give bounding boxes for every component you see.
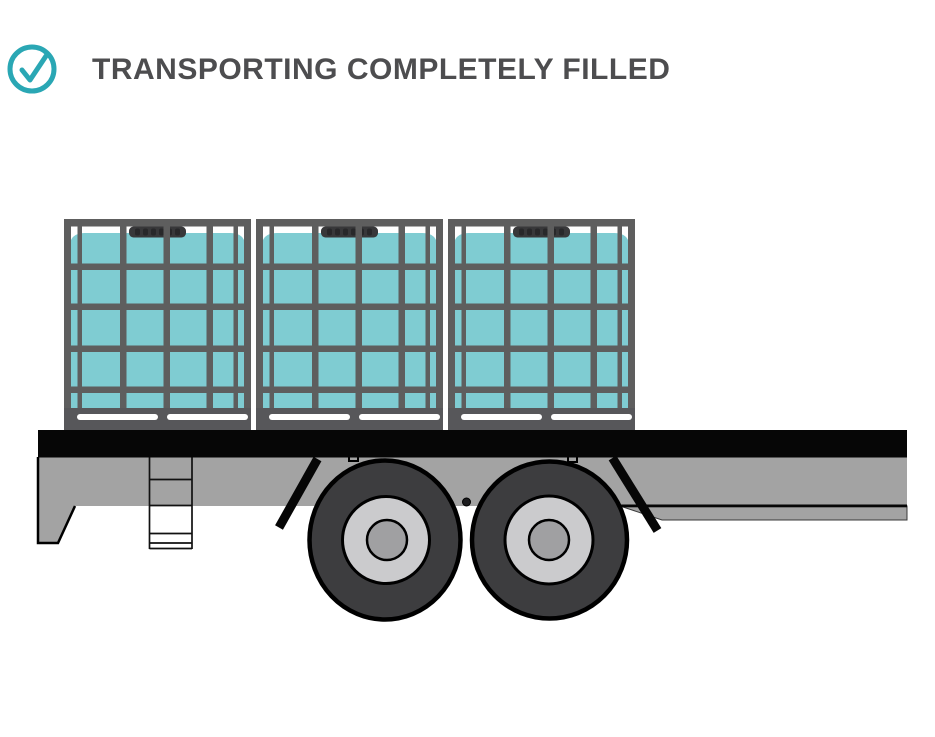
trailer-body [38, 457, 907, 543]
wheel-rear [469, 459, 630, 621]
flatbed-deck [38, 430, 907, 458]
ladder [148, 457, 193, 550]
mudflap-strut-rear [608, 455, 662, 533]
ibc-tote-2 [256, 219, 443, 430]
check-circle-icon [7, 44, 57, 94]
ibc-tote-1 [64, 219, 251, 430]
wheel-front [307, 458, 463, 622]
ibc-tote-3 [448, 219, 635, 430]
mudflap-strut-front [275, 456, 322, 530]
axle-bolt [462, 497, 471, 507]
chassis-rail-line [555, 504, 907, 508]
wheel-hub [527, 518, 571, 562]
wheel-hub [365, 518, 409, 562]
trailer-front-outline [36, 457, 77, 545]
page-title: TRANSPORTING COMPLETELY FILLED [92, 53, 671, 86]
trailer-skirt [619, 505, 908, 521]
